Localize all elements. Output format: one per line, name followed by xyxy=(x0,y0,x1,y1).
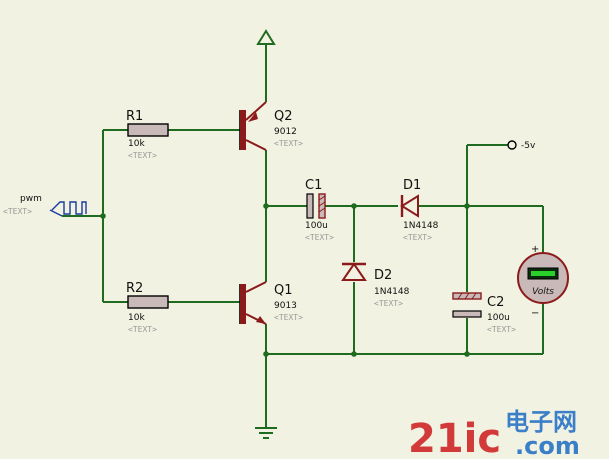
capacitor-icon xyxy=(306,193,326,219)
diode-d2[interactable]: D2 1N4148 <TEXT> xyxy=(341,262,410,308)
resistor-icon xyxy=(127,123,169,137)
c1-ref: C1 xyxy=(305,178,322,193)
capacitor-c1[interactable]: C1 100u <TEXT> xyxy=(305,178,334,242)
diode-icon xyxy=(341,262,367,281)
wires xyxy=(62,44,544,428)
q1-text-placeholder: <TEXT> xyxy=(274,313,303,322)
c2-ref: C2 xyxy=(487,295,504,310)
diode-d1[interactable]: D1 1N4148 <TEXT> xyxy=(400,178,439,242)
r2-ref: R2 xyxy=(126,281,143,296)
c2-text-placeholder: <TEXT> xyxy=(487,325,516,334)
junction-dots xyxy=(100,203,470,357)
voltmeter-label: Volts xyxy=(532,287,554,297)
watermark-main: 21ic xyxy=(408,416,501,459)
transistor-q2[interactable]: Q2 9012 <TEXT> xyxy=(239,101,303,151)
output-terminal[interactable]: -5v xyxy=(507,140,536,151)
watermark-dom: .com xyxy=(515,432,580,459)
resistor-r1[interactable]: R1 10k <TEXT> xyxy=(126,109,169,160)
voltmeter-minus: − xyxy=(531,308,539,319)
diode-icon xyxy=(400,194,419,218)
electrolytic-capacitor-icon xyxy=(452,292,482,318)
pwm-label: pwm xyxy=(20,194,42,204)
r1-ref: R1 xyxy=(126,109,143,124)
npn-transistor-icon xyxy=(239,281,267,325)
ground-icon xyxy=(255,427,277,439)
c1-text-placeholder: <TEXT> xyxy=(305,233,334,242)
q2-value: 9012 xyxy=(274,127,297,137)
terminal-icon xyxy=(507,140,517,150)
d1-text-placeholder: <TEXT> xyxy=(403,233,432,242)
d2-ref: D2 xyxy=(374,268,392,283)
r1-text-placeholder: <TEXT> xyxy=(128,151,157,160)
d2-text-placeholder: <TEXT> xyxy=(374,299,403,308)
q1-value: 9013 xyxy=(274,301,297,311)
c2-value: 100u xyxy=(487,313,510,323)
q1-ref: Q1 xyxy=(274,283,293,298)
transistor-q1[interactable]: Q1 9013 <TEXT> xyxy=(239,281,303,325)
watermark-logo: 21ic 电子网 .com xyxy=(408,408,580,459)
pwm-square-wave-icon xyxy=(51,201,87,215)
capacitor-c2[interactable]: C2 100u <TEXT> xyxy=(452,292,516,334)
pnp-transistor-icon xyxy=(239,101,267,151)
voltmeter-plus: + xyxy=(531,244,539,255)
pwm-source[interactable]: pwm <TEXT> xyxy=(3,194,87,217)
d1-ref: D1 xyxy=(403,178,421,193)
resistor-icon xyxy=(127,295,169,309)
resistor-r2[interactable]: R2 10k <TEXT> xyxy=(126,281,169,334)
r2-value: 10k xyxy=(128,313,145,323)
watermark-cn: 电子网 xyxy=(505,408,577,436)
r2-text-placeholder: <TEXT> xyxy=(128,325,157,334)
voltmeter[interactable]: Volts + − xyxy=(517,244,569,319)
output-label: -5v xyxy=(521,141,536,151)
c1-value: 100u xyxy=(305,221,328,231)
d1-value: 1N4148 xyxy=(403,221,439,231)
supply-arrow-icon xyxy=(256,29,276,45)
pwm-text-placeholder: <TEXT> xyxy=(3,207,32,216)
q2-ref: Q2 xyxy=(274,109,293,124)
q2-text-placeholder: <TEXT> xyxy=(274,139,303,148)
d2-value: 1N4148 xyxy=(374,287,410,297)
r1-value: 10k xyxy=(128,139,145,149)
